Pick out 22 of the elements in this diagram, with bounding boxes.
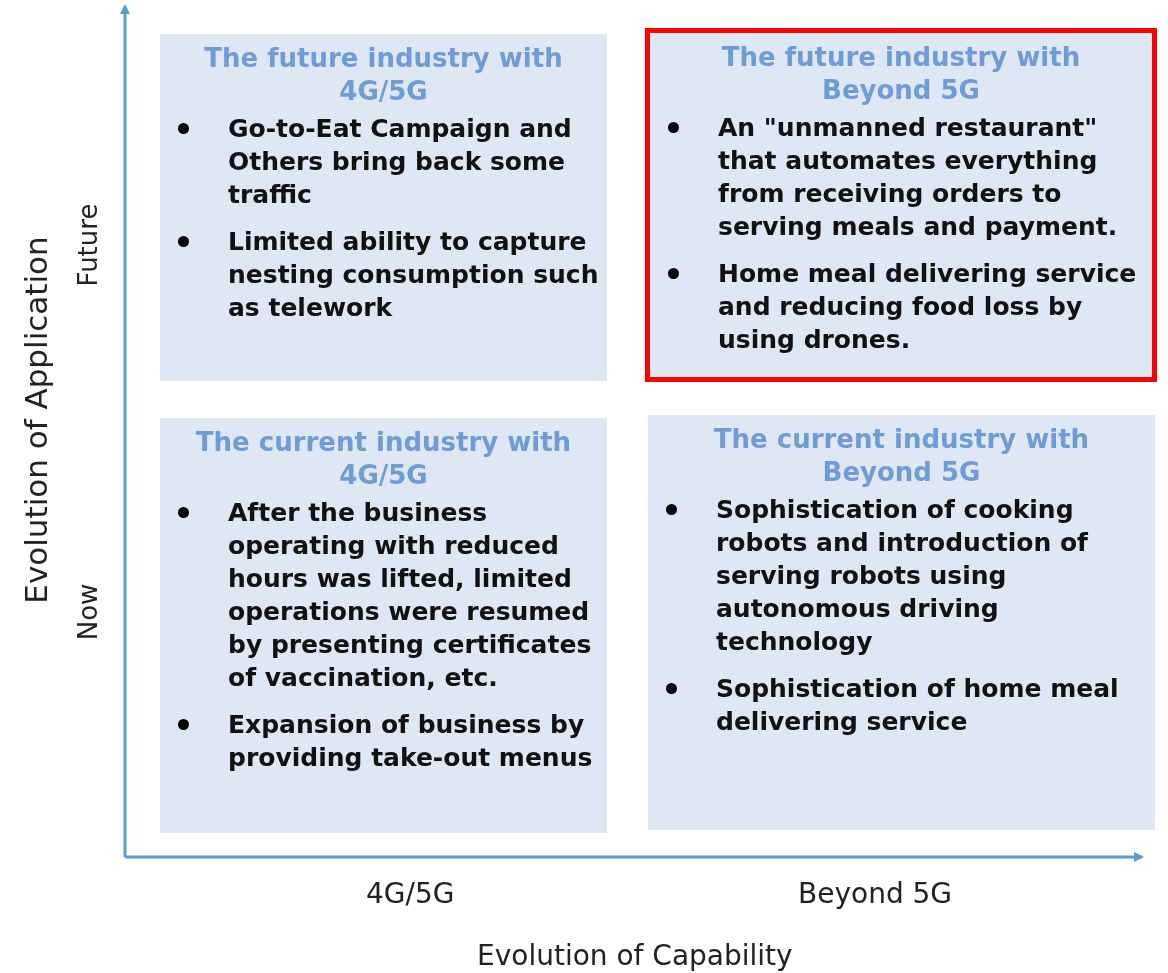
bullet-text: Sophistication of home meal delivering service <box>716 674 1119 736</box>
quadrant-heading: The future industry with Beyond 5G <box>720 41 1082 107</box>
bullet-text: Home meal delivering service and reducing food loss by using drones. <box>718 259 1137 354</box>
highlighted-quadrant-box <box>645 28 1157 382</box>
bullet-text: Sophistication of cooking robots and introduction of serving robots using autonomous driving technology <box>716 495 1088 656</box>
bullet-text: Expansion of business by providing take-out menus <box>228 710 593 772</box>
bullet-text: After the business operating with reduced hours was lifted, limited operations were resumed by presenting certificates of vaccination, etc. <box>228 498 592 692</box>
axis-tick-label: Now <box>72 583 103 641</box>
quadrant-box <box>648 415 1155 830</box>
axis-tick-label: Future <box>72 203 103 287</box>
axis-title: Evolution of Application <box>17 236 54 604</box>
quadrant-box <box>160 418 607 833</box>
bullet-text: Go-to-Eat Campaign and Others bring back some traffic <box>228 114 572 209</box>
axis-tick-label: 4G/5G <box>366 876 455 910</box>
bullet-text: An "unmanned restaurant" that automates everything from receiving orders to serving meals and payment. <box>718 113 1118 241</box>
axis-title: Evolution of Capability <box>477 938 793 972</box>
quadrant-box <box>160 34 607 381</box>
axis-tick-label: Beyond 5G <box>798 876 953 910</box>
bullet-text: Limited ability to capture nesting consumption such as telework <box>228 227 599 322</box>
quadrant-heading: The current industry with Beyond 5G <box>712 423 1091 489</box>
quadrant-heading: The current industry with 4G/5G <box>194 426 573 492</box>
quadrant-heading: The future industry with 4G/5G <box>203 42 564 108</box>
